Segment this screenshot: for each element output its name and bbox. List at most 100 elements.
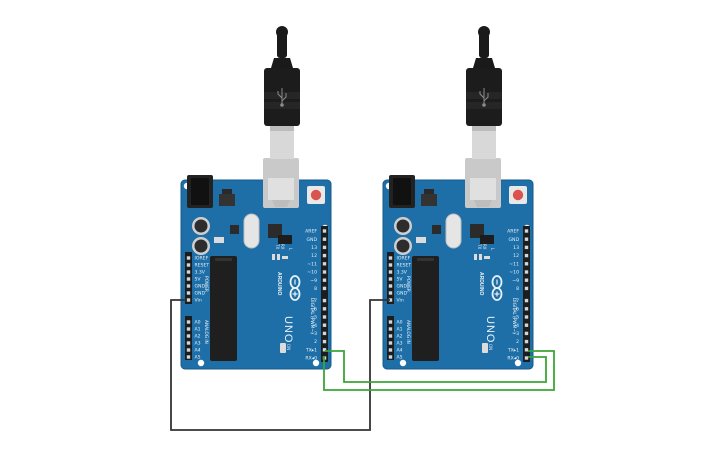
- digital-pin[interactable]: [322, 307, 327, 311]
- power-pin[interactable]: [186, 298, 191, 302]
- digital-pin[interactable]: [322, 237, 327, 241]
- digital-pin-label: 13: [311, 245, 317, 251]
- power-pin[interactable]: [388, 256, 393, 260]
- analog-pin[interactable]: [388, 327, 393, 331]
- digital-pin[interactable]: [322, 323, 327, 327]
- digital-pin-label: ~9: [310, 278, 317, 284]
- digital-pin[interactable]: [524, 356, 529, 360]
- power-pin[interactable]: [186, 256, 191, 260]
- power-pin[interactable]: [388, 291, 393, 295]
- power-pin[interactable]: [186, 284, 191, 288]
- digital-pin[interactable]: [524, 286, 529, 291]
- power-section-title: POWER: [203, 276, 209, 292]
- analog-pin-label: A1: [397, 327, 403, 333]
- digital-pin-label: ~10: [509, 270, 519, 276]
- analog-pin[interactable]: [388, 341, 393, 345]
- analog-header[interactable]: [186, 320, 191, 359]
- digital-pin-label: GND: [306, 237, 317, 243]
- analog-pin[interactable]: [388, 355, 393, 359]
- digital-pin[interactable]: [524, 262, 529, 266]
- digital-pin-label: RX◂0: [507, 356, 519, 362]
- digital-pin[interactable]: [322, 253, 327, 258]
- digital-pin[interactable]: [524, 253, 529, 258]
- power-pin[interactable]: [388, 298, 393, 302]
- analog-pin[interactable]: [388, 334, 393, 338]
- analog-pin[interactable]: [186, 320, 191, 324]
- power-header[interactable]: [388, 256, 393, 302]
- power-pin[interactable]: [388, 277, 393, 281]
- digital-pin-label: 13: [513, 245, 519, 251]
- digital-pin-label: ~6: [310, 306, 317, 312]
- analog-pin[interactable]: [388, 320, 393, 324]
- analog-pin[interactable]: [186, 334, 191, 338]
- digital-pin[interactable]: [322, 286, 327, 291]
- tx-rx-wire[interactable]: [325, 350, 547, 383]
- digital-pin[interactable]: [322, 315, 327, 319]
- digital-pin[interactable]: [524, 315, 529, 319]
- usb-plug-icon[interactable]: [466, 26, 502, 159]
- digital-pin[interactable]: [524, 331, 529, 336]
- digital-pin[interactable]: [322, 278, 327, 282]
- digital-pin[interactable]: [524, 237, 529, 241]
- power-pin[interactable]: [388, 263, 393, 267]
- digital-pin[interactable]: [322, 229, 327, 233]
- digital-pin-label: GND: [508, 237, 519, 243]
- digital-pin-label: 2: [516, 339, 519, 345]
- power-pin[interactable]: [388, 270, 393, 274]
- digital-pin[interactable]: [524, 245, 529, 250]
- power-pin[interactable]: [186, 291, 191, 295]
- digital-pin-label: 8: [314, 286, 317, 292]
- usb-plug-icon[interactable]: [264, 26, 300, 159]
- power-pin[interactable]: [186, 263, 191, 267]
- digital-pin[interactable]: [322, 331, 327, 336]
- rx-tx-wire[interactable]: [323, 350, 555, 391]
- analog-pin[interactable]: [388, 348, 393, 352]
- digital-pin[interactable]: [524, 278, 529, 282]
- power-pin-label: Vin: [195, 298, 202, 304]
- analog-pin[interactable]: [186, 341, 191, 345]
- digital-pin-label: ~3: [310, 331, 317, 337]
- power-pin[interactable]: [186, 277, 191, 281]
- digital-pin-label: AREF: [305, 229, 317, 235]
- digital-pin[interactable]: [524, 348, 529, 352]
- power-header[interactable]: [186, 256, 191, 302]
- analog-pin-label: A1: [195, 327, 201, 333]
- analog-pin[interactable]: [186, 355, 191, 359]
- digital-pin[interactable]: [322, 245, 327, 250]
- analog-pin-label: A4: [397, 348, 403, 354]
- digital-pin-label: 7: [516, 298, 519, 304]
- digital-header[interactable]: [524, 229, 529, 360]
- digital-pin[interactable]: [524, 298, 529, 303]
- digital-pin[interactable]: [322, 348, 327, 352]
- digital-pin[interactable]: [524, 307, 529, 311]
- analog-pin[interactable]: [186, 348, 191, 352]
- led-label-tx: TX: [477, 243, 482, 249]
- digital-pin[interactable]: [524, 270, 529, 274]
- digital-pin-label: ~10: [307, 270, 317, 276]
- led-label-l: L: [490, 248, 495, 251]
- analog-header[interactable]: [388, 320, 393, 359]
- gnd-wire[interactable]: [170, 299, 390, 431]
- digital-pin[interactable]: [322, 270, 327, 274]
- digital-pin[interactable]: [322, 298, 327, 303]
- digital-pin[interactable]: [524, 339, 529, 344]
- usb-trident-icon: [479, 88, 489, 107]
- digital-pin[interactable]: [322, 339, 327, 344]
- power-pin-label: IOREF: [397, 256, 411, 262]
- power-pin-label: RESET: [195, 263, 210, 269]
- digital-pin[interactable]: [524, 229, 529, 233]
- power-pin[interactable]: [388, 284, 393, 288]
- power-pin[interactable]: [186, 270, 191, 274]
- analog-pin[interactable]: [186, 327, 191, 331]
- digital-pin[interactable]: [524, 323, 529, 327]
- digital-pin[interactable]: [322, 262, 327, 266]
- digital-pin-label: AREF: [507, 229, 519, 235]
- analog-pin-label: A3: [397, 341, 403, 347]
- digital-pin-label: 7: [314, 298, 317, 304]
- digital-pin-label: 12: [311, 253, 317, 259]
- digital-pin-label: TX▸1: [507, 347, 519, 353]
- digital-pin-label: ~11: [509, 261, 519, 267]
